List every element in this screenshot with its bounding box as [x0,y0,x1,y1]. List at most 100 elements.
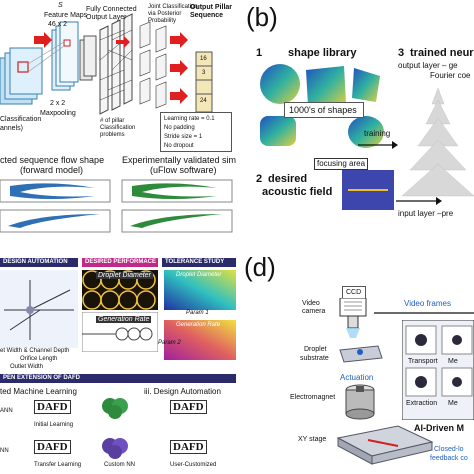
camera-icon [339,298,367,338]
xy-stage-label: XY stage [298,436,327,443]
fm-size: 46 x 2 [48,21,68,28]
fc-layers-icon [99,13,133,115]
panel-b: (b) 1 shape library 3 trained neura outp… [238,0,474,236]
video-frames-label: Video frames [404,299,451,308]
fm-title: Feature Maps [44,12,88,19]
green-flow-shape [132,183,217,199]
actuation-label: Actuation [340,373,374,382]
panel-label-b: (b) [246,2,278,32]
acoustic-field-image [342,170,394,210]
classification-label: Classification [0,116,42,123]
me2-label: Me [448,400,458,407]
droplet-frames-image [402,320,474,420]
substrate-label: substrate [300,355,329,362]
initial-learning-label: Initial Learning [34,422,74,428]
validated-title: Experimentally validated simulation [122,155,236,165]
dafd-text: DAFD [173,401,204,413]
header-tolerance: TOLERANCE STUDY [162,258,236,267]
output-title: Output Pillar Sequence [190,4,232,19]
transfer-learning-label: Transfer Learning [34,462,82,468]
cnn-diagram [0,13,213,115]
outlet-label: Outlet Width [10,364,44,370]
panel-c: DESIGN AUTOMATION DESIRED PERFORMACE TOL… [0,250,236,474]
panel-d: (d) CCD Video camera Video frames Drople… [238,250,474,474]
desired-label: desired [268,173,308,185]
joint-title: Joint Classification via Posterior Proba… [148,4,198,24]
droplet-label: Droplet [304,346,327,353]
dafd-logo: DAFD [34,440,71,454]
custom-nn-label: Custom NN [104,462,136,468]
iii-label: iii. Design Automation [144,387,221,396]
user-customized-label: User-Customized [170,462,217,468]
param-line: No padding [164,125,195,131]
tol-generation-label: Generation Rate [176,322,221,328]
classification-heads-icon [139,21,167,109]
blue-flow-shape [10,183,95,199]
panel-a: Feature Maps 46 x 2 S Fully Connected Ou… [0,0,236,236]
focusing-label: focusing area [314,158,369,170]
dafd-logo: DAFD [170,400,207,414]
channels-label: annels) [0,125,23,132]
fc-title: Fully Connected Output Layer [86,6,137,21]
dafd-logo: DAFD [34,400,71,414]
pooling-layer-icon [79,35,97,81]
nn-label: NN [0,448,9,454]
red-arrow-icon [34,32,188,104]
param-line: Stride size = 1 [164,134,203,140]
ccd-label: CCD [346,289,362,296]
maxpool-label: Maxpooling [40,110,76,117]
substrate-icon [339,345,383,363]
count-label: 1000's of shapes [289,105,357,115]
dafd-text: DAFD [37,401,68,413]
forward-title: (forward model) [20,165,84,175]
me1-label: Me [448,358,458,365]
header-extension: PEN EXTENSION OF DAFD [0,374,236,383]
feature-maps-icon [51,21,79,91]
dafd-text: DAFD [37,441,68,453]
brain-icon [102,398,128,419]
training-label: training [364,129,391,138]
orifice-label: Orifice Length [20,356,58,362]
ai-driven-label: AI-Driven M [414,423,465,433]
output-sequence-icon [195,51,213,113]
tol-param1: Param 1 [186,310,209,316]
fourier-label: Fourier coe [430,71,471,80]
neural-net-image [402,87,474,197]
input-stack-icon [0,47,43,105]
shape-library-title: shape library [288,47,357,59]
transport-label: Transport [408,358,438,365]
blue-flow-shape [8,214,100,228]
heatmap-bottom [164,320,236,360]
droplet-diameter-label: Droplet Diameter [96,272,153,279]
param-line: Learning rate = 0.1 [164,116,215,122]
acoustic-label: acoustic field [262,186,333,198]
output-layer-label: output layer – ge [398,61,458,70]
header-text: PEN EXTENSION OF DAFD [3,375,81,381]
header-desired-performance: DESIRED PERFORMACE [82,258,158,267]
video-camera-label: Video camera [302,300,326,315]
seq-value-2: 24 [200,98,207,104]
tol-droplet-label: Droplet Diameter [176,272,222,278]
s2-symbol: S [58,2,63,9]
panel-label-d: (d) [244,252,276,282]
green-flow-shape [130,214,222,228]
seq-value-0: 16 [200,56,207,62]
header-text: DESIRED PERFORMACE [85,259,157,265]
ann-label: ANN [0,408,13,414]
xy-stage-icon [336,425,434,465]
shape-library-image [260,64,384,148]
widths-label: et Width & Channel Depth [0,348,70,354]
param-line: No dropout [164,143,194,149]
header-design-automation: DESIGN AUTOMATION [0,258,78,267]
tol-param2: Param 2 [158,340,181,346]
electromagnet-icon [345,384,375,420]
arrow-right-icon [396,197,442,205]
step-1: 1 [256,47,263,59]
arrow-right-icon [374,312,474,314]
pool-size: 2 x 2 [50,100,66,107]
heatmap-top [164,270,236,310]
count-box: 1000's of shapes [284,102,364,118]
trained-title: trained neura [410,47,474,59]
electromagnet-label: Electromagnet [290,394,336,401]
custom-nn-icon [102,438,128,459]
